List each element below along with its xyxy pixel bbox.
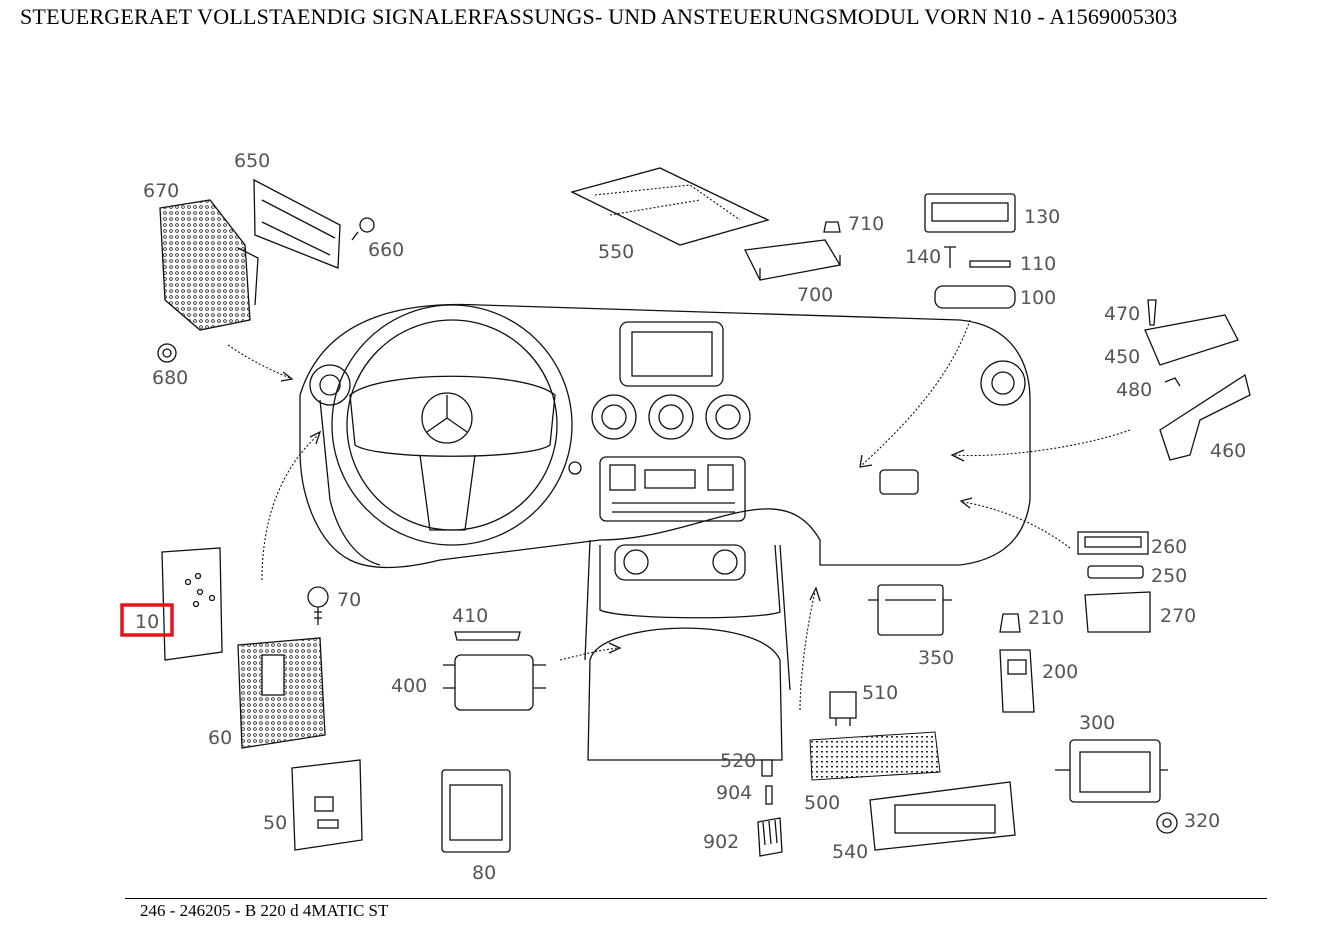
label-510: 510 xyxy=(862,682,898,704)
label-460: 460 xyxy=(1210,440,1246,462)
part-labels: 650 670 660 680 550 710 700 130 140 110 … xyxy=(135,150,1246,884)
part-520 xyxy=(761,759,773,777)
label-10: 10 xyxy=(135,611,159,633)
label-480: 480 xyxy=(1116,379,1152,401)
part-10 xyxy=(161,547,223,661)
label-904: 904 xyxy=(716,782,752,804)
part-70 xyxy=(307,586,329,625)
part-700 xyxy=(744,239,842,281)
label-450: 450 xyxy=(1104,346,1140,368)
label-400: 400 xyxy=(391,675,427,697)
label-260: 260 xyxy=(1151,536,1187,558)
part-500 xyxy=(809,731,941,781)
label-130: 130 xyxy=(1024,206,1060,228)
label-250: 250 xyxy=(1151,565,1187,587)
part-400 xyxy=(443,654,546,711)
label-680: 680 xyxy=(152,367,188,389)
label-140: 140 xyxy=(905,246,941,268)
label-350: 350 xyxy=(918,647,954,669)
label-110: 110 xyxy=(1020,253,1056,275)
label-700: 700 xyxy=(797,284,833,306)
label-70: 70 xyxy=(337,589,361,611)
arrows xyxy=(227,319,1131,711)
part-680 xyxy=(157,343,177,363)
footer-model-info: 246 - 246205 - B 220 d 4MATIC ST xyxy=(140,901,389,920)
label-540: 540 xyxy=(832,841,868,863)
part-904 xyxy=(765,785,773,805)
part-660 xyxy=(351,217,375,241)
label-650: 650 xyxy=(234,150,270,172)
footer-divider xyxy=(125,898,1267,899)
label-200: 200 xyxy=(1042,661,1078,683)
part-110 xyxy=(969,260,1011,268)
label-60: 60 xyxy=(208,727,232,749)
label-300: 300 xyxy=(1079,712,1115,734)
part-50 xyxy=(291,759,363,851)
label-660: 660 xyxy=(368,239,404,261)
label-500: 500 xyxy=(804,792,840,814)
part-270 xyxy=(1084,591,1151,633)
part-210 xyxy=(999,613,1021,633)
part-300 xyxy=(1055,739,1168,803)
highlight-box xyxy=(120,603,174,637)
label-270: 270 xyxy=(1160,605,1196,627)
part-140 xyxy=(944,246,956,268)
label-210: 210 xyxy=(1028,607,1064,629)
part-540 xyxy=(869,781,1016,851)
part-510 xyxy=(829,691,857,726)
label-470: 470 xyxy=(1104,303,1140,325)
part-260 xyxy=(1077,531,1149,555)
part-320 xyxy=(1156,812,1178,834)
dashboard-illustration xyxy=(299,303,1031,761)
label-50: 50 xyxy=(263,812,287,834)
label-710: 710 xyxy=(848,213,884,235)
part-250 xyxy=(1087,565,1144,579)
part-650 xyxy=(253,178,341,269)
part-450 xyxy=(1144,314,1239,366)
part-902 xyxy=(757,817,783,857)
part-710 xyxy=(823,221,841,233)
part-100 xyxy=(934,285,1016,309)
part-80 xyxy=(441,769,511,853)
label-902: 902 xyxy=(703,831,739,853)
part-200 xyxy=(999,649,1035,713)
label-670: 670 xyxy=(143,180,179,202)
part-470 xyxy=(1147,299,1157,326)
part-460 xyxy=(1159,373,1251,461)
part-480 xyxy=(1164,377,1181,387)
part-670 xyxy=(159,199,259,331)
part-130 xyxy=(924,193,1016,233)
label-80: 80 xyxy=(472,862,496,884)
part-550 xyxy=(570,167,770,246)
label-550: 550 xyxy=(598,241,634,263)
label-320: 320 xyxy=(1184,810,1220,832)
part-410 xyxy=(454,631,521,641)
part-60 xyxy=(237,637,326,749)
label-100: 100 xyxy=(1020,287,1056,309)
part-350 xyxy=(868,584,952,636)
diagram-title: STEUERGERAET VOLLSTAENDIG SIGNALERFASSUN… xyxy=(20,4,1178,29)
label-520: 520 xyxy=(720,750,756,772)
label-410: 410 xyxy=(452,605,488,627)
